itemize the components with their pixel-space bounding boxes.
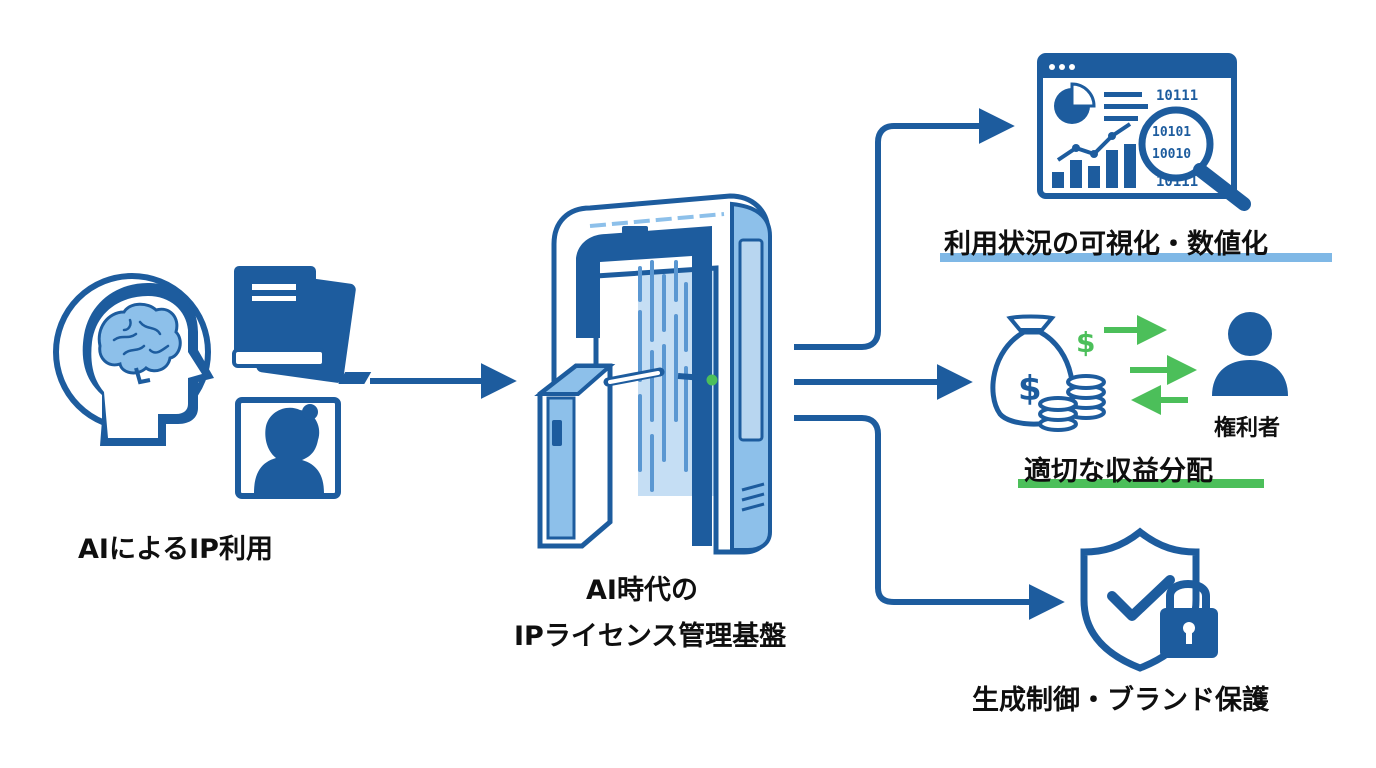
output-label-protection: 生成制御・ブランド保護 <box>972 685 1269 716</box>
rights-holder-icon <box>1212 312 1288 396</box>
rights-holder-label: 権利者 <box>1214 416 1281 441</box>
output-label-revenue: 適切な収益分配 <box>1024 456 1213 487</box>
lock-icon <box>1160 580 1218 658</box>
head-brain-icon <box>53 273 215 446</box>
binary-text-2: 10101 <box>1152 125 1191 140</box>
center-label-line1: AI時代の <box>586 575 698 606</box>
books-icon <box>232 266 356 383</box>
money-dollar-sign: $ <box>1018 369 1042 409</box>
binary-text-1: 10111 <box>1156 88 1198 104</box>
gateway-icon <box>338 193 772 555</box>
analytics-dashboard-icon: 10111 10111 10101 10010 <box>1037 53 1251 211</box>
output-label-visualization: 利用状況の可視化・数値化 <box>944 229 1268 260</box>
branch-arrows <box>794 108 1065 620</box>
portrait-icon <box>235 397 341 499</box>
highlight-visualization <box>940 253 1332 262</box>
coin-stack-icon <box>1038 374 1106 432</box>
left-label: AIによるIP利用 <box>78 534 273 565</box>
center-label-line2: IPライセンス管理基盤 <box>514 621 787 652</box>
exchange-arrows <box>1104 315 1197 415</box>
green-dollar-sign: $ <box>1076 326 1095 359</box>
binary-text-3: 10010 <box>1152 147 1191 162</box>
highlight-revenue <box>1018 479 1264 488</box>
